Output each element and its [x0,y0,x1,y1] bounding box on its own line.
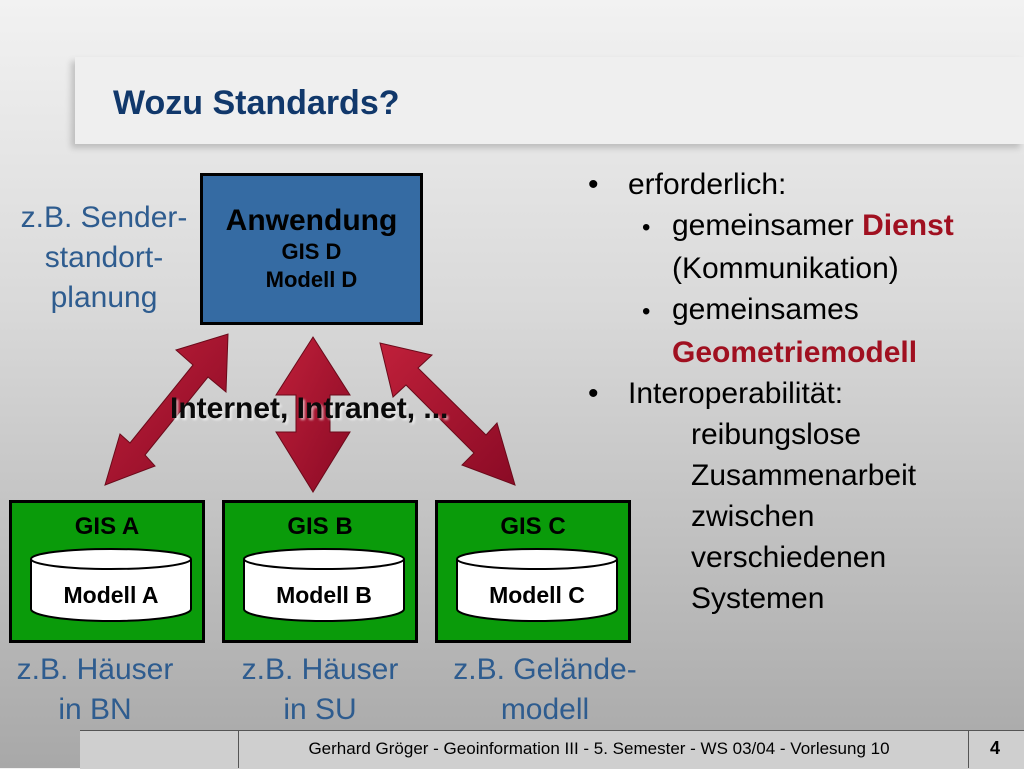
bullet-line: Systemen [691,582,825,615]
system-model-label: Modell B [276,582,372,608]
caption-line: z.B. Häuser [241,653,399,686]
system-gis-label: GIS C [500,513,566,540]
system-gis-label: GIS A [74,513,140,540]
system-caption-c: z.B. Gelände- modell [435,650,655,730]
bullet-line: verschiedenen [691,541,887,574]
system-box-c: GIS C Modell C [435,500,631,643]
arrow-left [104,333,229,486]
database-icon: Modell C [456,548,618,622]
caption-line: z.B. Gelände- [453,653,637,686]
highlight-dienst: Dienst [862,209,954,242]
system-caption-b: z.B. Häuser in SU [222,650,418,730]
application-name: Anwendung [225,204,398,237]
bullet-text: gemeinsamer [672,209,863,242]
system-gis-label: GIS B [287,513,353,540]
side-label-line: z.B. Sender- [20,201,188,234]
bullet-text: Interoperabilität: [628,377,844,410]
application-box: Anwendung GIS D Modell D [200,173,423,325]
system-caption-a: z.B. Häuser in BN [0,650,190,730]
database-icon: Modell A [30,548,192,622]
caption-line: in BN [58,693,132,726]
bullet-item: • Interoperabilität: [588,373,1018,414]
sub-bullet-dot: • [642,214,651,241]
system-box-b: GIS B Modell B [222,500,418,643]
sub-bullet-item: • gemeinsamer Dienst [588,205,1018,248]
footer-text: Gerhard Gröger - Geoinformation III - 5.… [308,739,890,758]
system-model-label: Modell A [64,582,159,608]
footer-bar [80,730,1024,769]
system-model-label: Modell C [489,582,585,608]
bullet-item: • erforderlich: [588,164,1018,205]
arrow-right [379,342,516,486]
bullet-line: Zusammenarbeit [691,459,917,492]
network-label: Internet, Intranet, ... [170,392,449,425]
side-label: z.B. Sender- standort- planung [4,198,204,318]
sub-bullet-continuation: (Kommunikation) [672,252,899,285]
footer-divider [968,731,969,768]
side-label-line: standort- [44,241,164,274]
footer-divider [238,731,239,768]
arrow-middle [275,336,351,493]
bullet-text: erforderlich: [628,168,787,201]
bullet-dot: • [588,168,599,201]
bullet-line: reibungslose [691,418,862,451]
caption-line: modell [500,693,590,726]
bullet-line: zwischen [691,500,815,533]
caption-line: z.B. Häuser [16,653,174,686]
side-label-line: planung [50,281,158,314]
bullet-list: • erforderlich: • gemeinsamer Dienst (Komm… [588,164,1018,619]
bullet-dot: • [588,377,599,410]
sub-bullet-item: • gemeinsames [588,289,1018,332]
title-bar [75,57,1024,144]
slide-title: Wozu Standards? [113,84,400,122]
system-box-a: GIS A Modell A [9,500,205,643]
application-gis: GIS D [281,239,342,264]
caption-line: in SU [283,693,357,726]
application-model: Modell D [265,267,358,292]
bullet-text: gemeinsames [672,293,859,326]
page-number: 4 [990,738,1001,758]
highlight-geometriemodell: Geometriemodell [672,336,918,369]
database-icon: Modell B [243,548,405,622]
sub-bullet-dot: • [642,298,651,325]
